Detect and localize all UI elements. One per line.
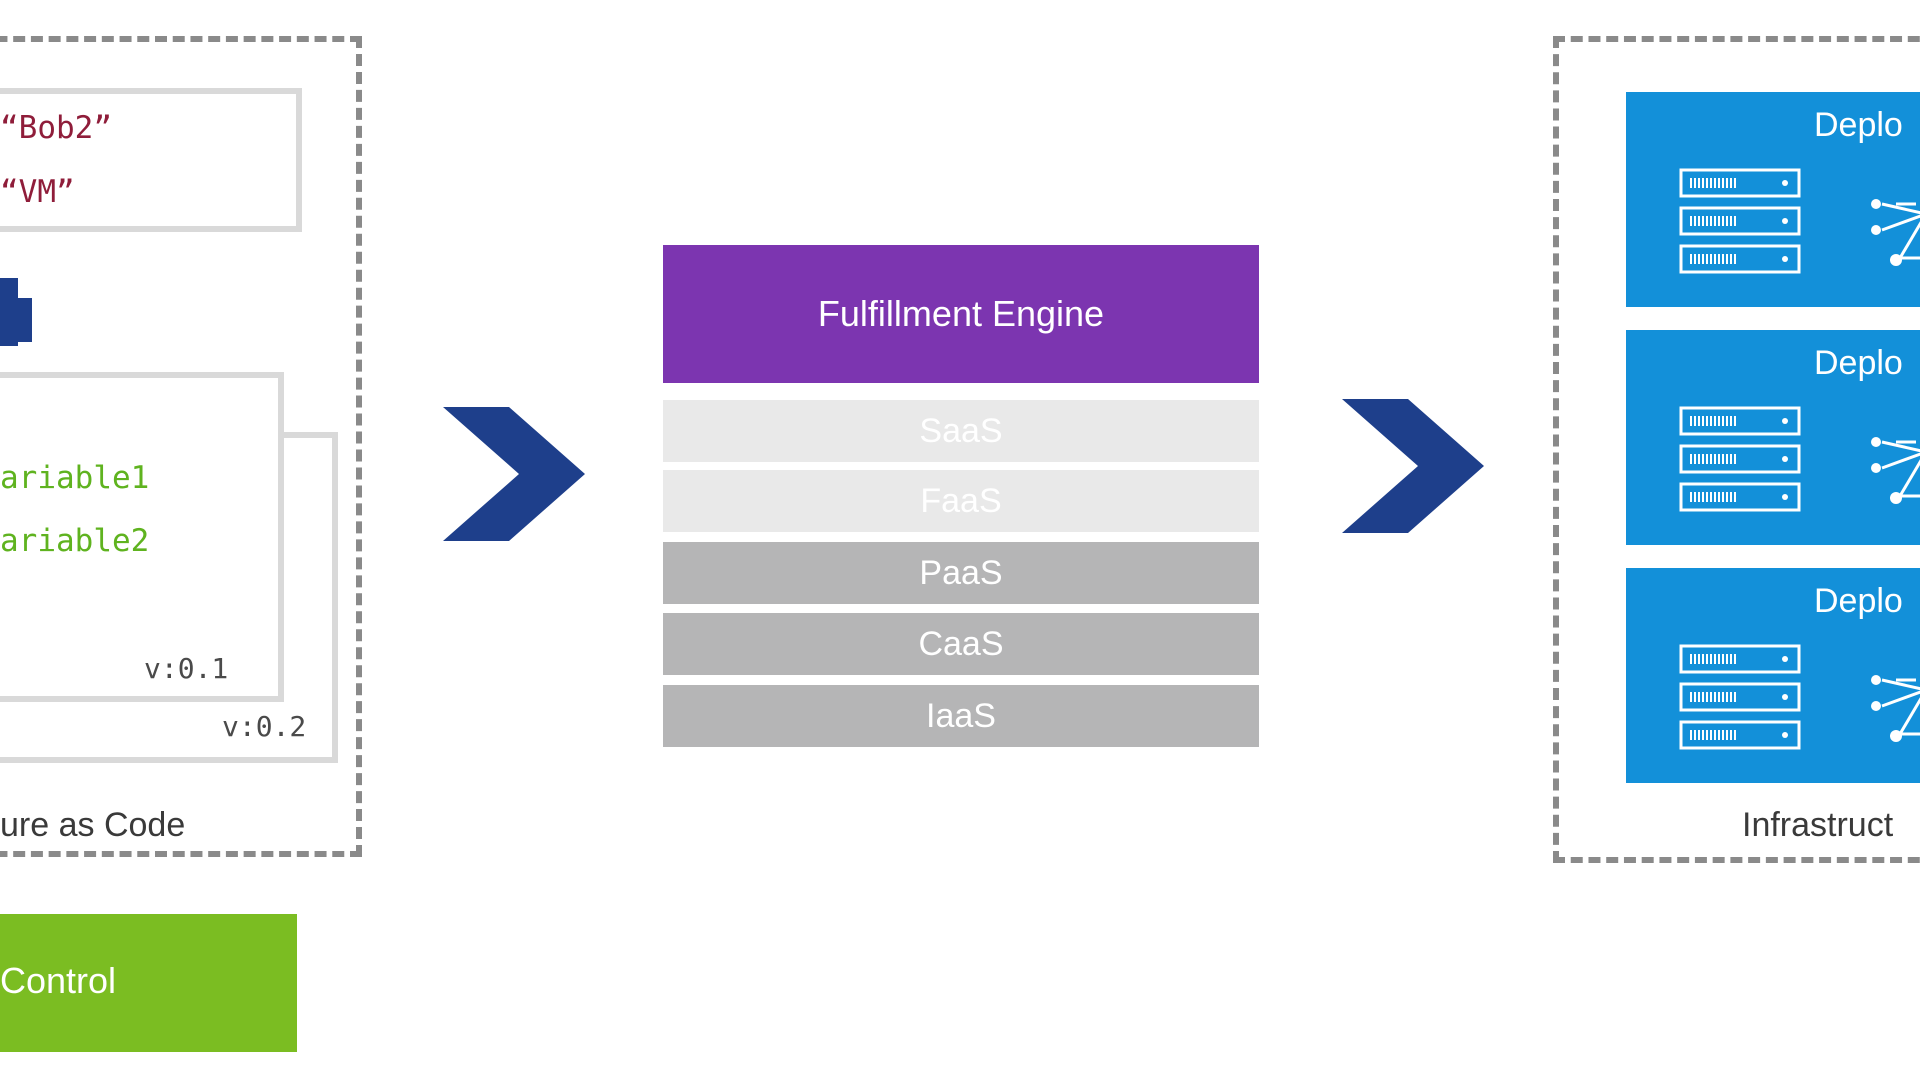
server-icon (1679, 168, 1803, 283)
iac-container (0, 36, 362, 857)
infrastructure-container (1553, 36, 1920, 863)
layer-iaas: IaaS (663, 685, 1259, 747)
version-control-label: Control (0, 960, 117, 1001)
server-icon (1679, 406, 1803, 521)
version-label-front: v:0.1 (144, 652, 229, 685)
layer-saas: SaaS (663, 400, 1259, 462)
layer-paas: PaaS (663, 542, 1259, 604)
layer-caas: CaaS (663, 613, 1259, 675)
chevron-right-icon (443, 407, 585, 541)
plus-icon-bar (0, 298, 32, 342)
deployment-card: Deplo (1626, 92, 1920, 307)
code-value-line1: “Bob2” (0, 110, 112, 146)
network-icon (1866, 648, 1920, 753)
iac-caption: ure as Code (0, 806, 186, 844)
fulfillment-engine: Fulfillment Engine (663, 245, 1259, 383)
template-variable-2: ariable2 (0, 523, 150, 559)
template-variable-1: ariable1 (0, 460, 150, 496)
deployment-label: Deplo (1814, 344, 1903, 382)
code-value-line2: “VM” (0, 174, 75, 210)
layer-faas: FaaS (663, 470, 1259, 532)
deployment-label: Deplo (1814, 106, 1903, 144)
deployment-card: Deplo (1626, 568, 1920, 783)
network-icon (1866, 410, 1920, 515)
chevron-right-icon (1342, 399, 1484, 533)
code-snippet-values: “Bob2” “VM” (0, 88, 302, 232)
deployment-card: Deplo (1626, 330, 1920, 545)
deployment-label: Deplo (1814, 582, 1903, 620)
version-label-back: v:0.2 (222, 710, 307, 743)
server-icon (1679, 644, 1803, 759)
network-icon (1866, 172, 1920, 277)
infrastructure-caption: Infrastruct (1742, 806, 1894, 844)
version-control-box (0, 914, 297, 1052)
code-template-v1: ariable1 ariable2 v:0.1 (0, 372, 284, 702)
